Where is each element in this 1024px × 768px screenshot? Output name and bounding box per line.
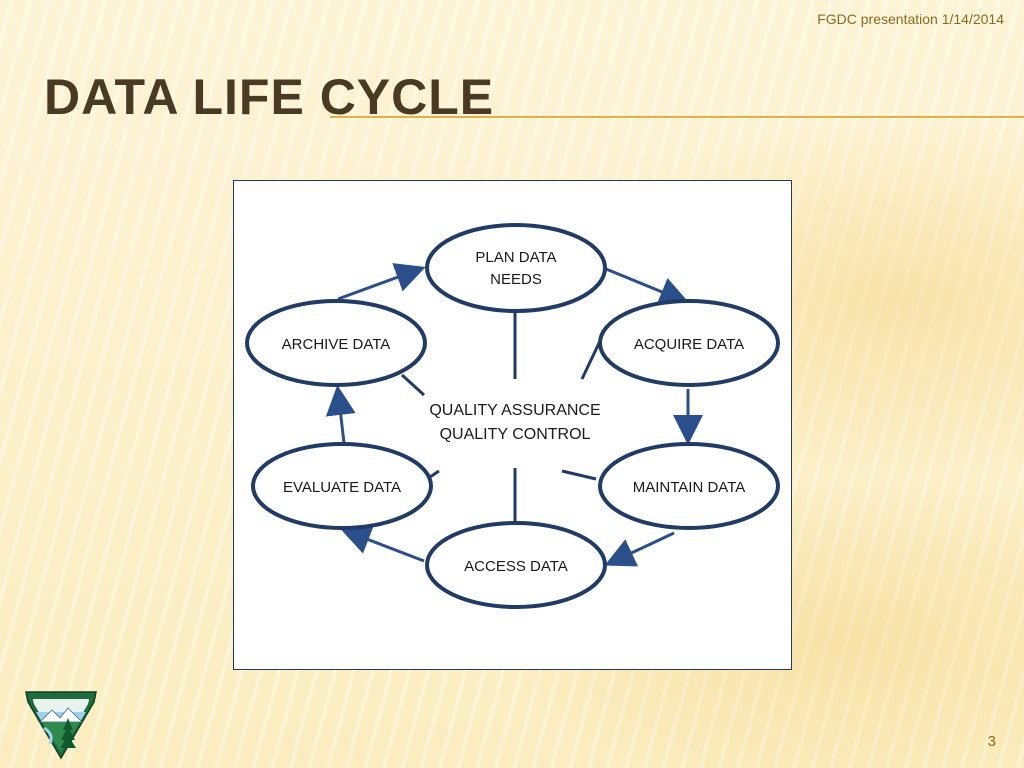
arrow-maintain-to-access [604, 531, 675, 567]
qa-qc-center: QUALITY ASSURANCE QUALITY CONTROL [429, 402, 600, 443]
blm-shield-icon [25, 691, 97, 760]
node-archive-data: ARCHIVE DATA [245, 299, 427, 387]
node-archive-shape [245, 299, 427, 387]
node-access-label: ACCESS DATA [464, 558, 568, 575]
presentation-header: FGDC presentation 1/14/2014 [817, 11, 1004, 27]
qa-qc-spokes [400, 313, 602, 523]
node-acquire-label: ACQUIRE DATA [634, 336, 744, 353]
node-maintain-data: MAINTAIN DATA [598, 442, 780, 530]
node-access-data: ACCESS DATA [425, 521, 607, 609]
arrow-plan-to-acquire [605, 267, 690, 306]
spoke-archive [400, 373, 426, 397]
spoke-acquire [580, 340, 602, 380]
node-archive-label: ARCHIVE DATA [282, 336, 391, 353]
arrow-access-to-evaluate [340, 525, 425, 563]
qc-label: QUALITY CONTROL [440, 426, 591, 443]
qa-label: QUALITY ASSURANCE [429, 402, 600, 419]
title-divider [330, 116, 1024, 118]
node-access-shape [425, 521, 607, 609]
blm-logo [24, 688, 98, 760]
node-evaluate-shape [251, 442, 433, 530]
node-evaluate-data: EVALUATE DATA [251, 442, 433, 530]
node-acquire-shape [598, 299, 780, 387]
node-plan-label-2: NEEDS [490, 271, 542, 288]
node-plan-shape [425, 223, 607, 313]
node-maintain-label: MAINTAIN DATA [633, 479, 746, 496]
data-life-cycle-diagram: QUALITY ASSURANCE QUALITY CONTROL PLAN D… [233, 180, 792, 670]
arrow-archive-to-plan [337, 263, 426, 301]
node-plan-label-1: PLAN DATA [475, 249, 556, 266]
node-maintain-shape [598, 442, 780, 530]
slide-number: 3 [987, 733, 996, 750]
slide-title: DATA LIFE CYCLE [44, 69, 495, 125]
diagram-canvas: QUALITY ASSURANCE QUALITY CONTROL PLAN D… [245, 223, 780, 609]
spoke-maintain [561, 469, 597, 481]
node-acquire-data: ACQUIRE DATA [598, 299, 780, 387]
arrow-evaluate-to-archive [325, 385, 356, 444]
node-evaluate-label: EVALUATE DATA [283, 479, 401, 496]
node-plan-data-needs: PLAN DATA NEEDS [425, 223, 607, 313]
cycle-arrows [325, 263, 703, 567]
